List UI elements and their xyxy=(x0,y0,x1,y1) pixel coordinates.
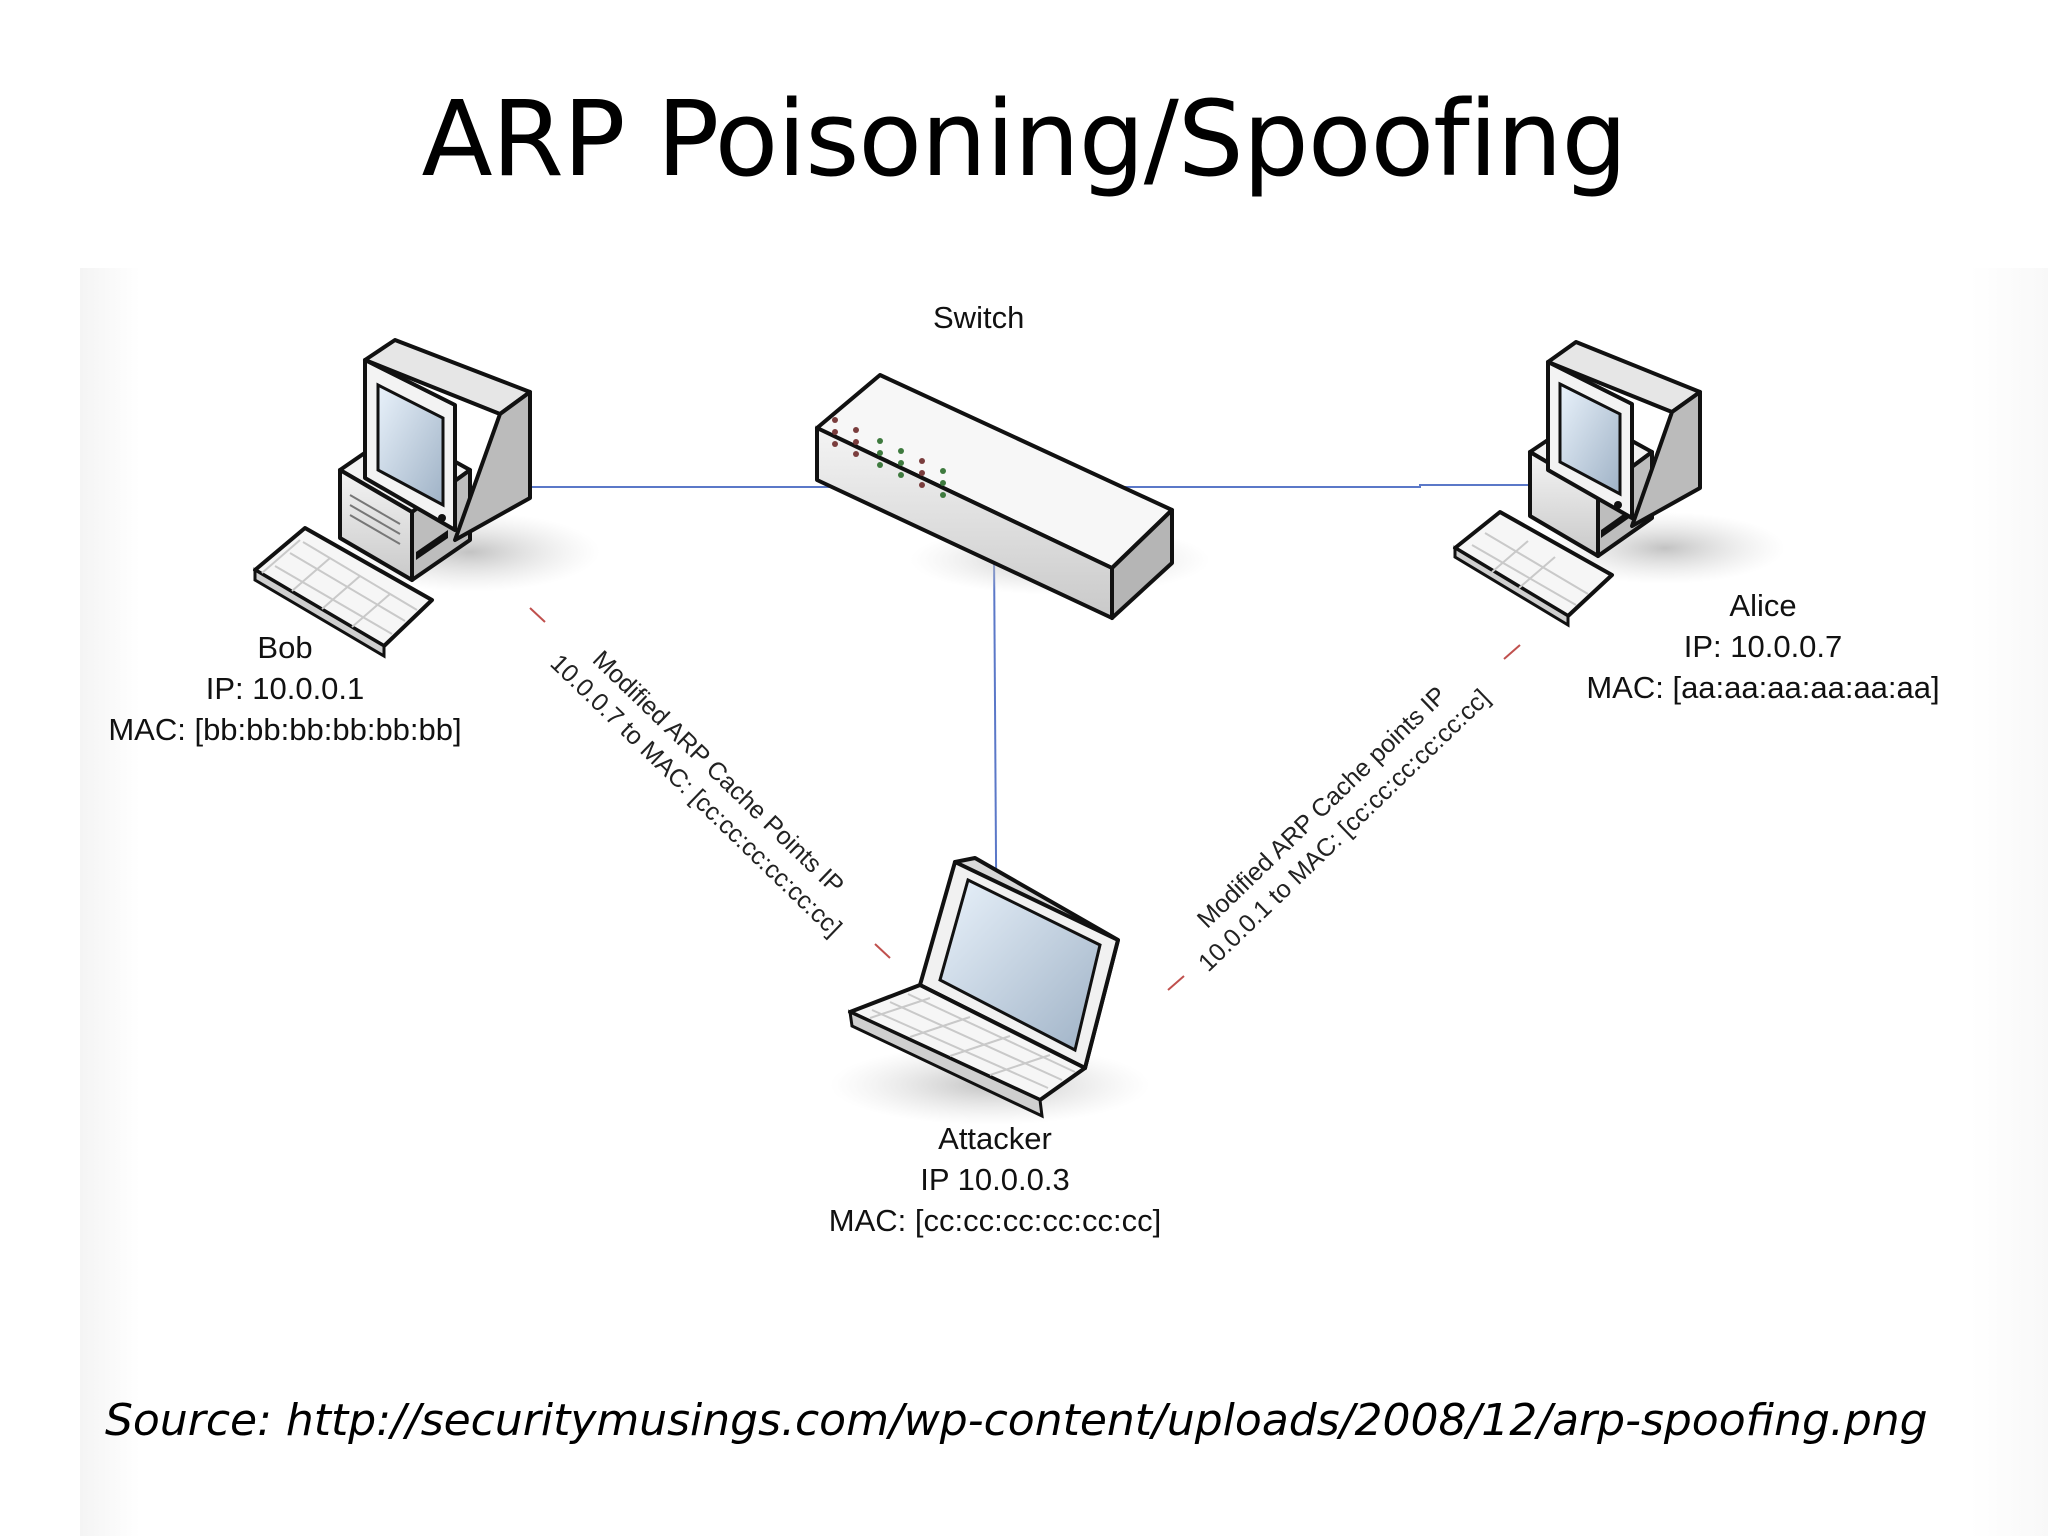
arrow-mark-bob-top xyxy=(529,607,546,623)
bob-monitor-icon xyxy=(363,338,532,542)
attacker-ip: IP 10.0.0.3 xyxy=(920,1162,1070,1197)
alice-label: Alice IP: 10.0.0.7 MAC: [aa:aa:aa:aa:aa:… xyxy=(1568,585,1958,708)
alice-keyboard-icon xyxy=(1453,510,1614,628)
alice-ip: IP: 10.0.0.7 xyxy=(1683,629,1843,664)
alice-computer-icon xyxy=(1453,340,1785,628)
bob-mac: MAC: [bb:bb:bb:bb:bb:bb] xyxy=(108,712,462,747)
bob-label: Bob IP: 10.0.0.1 MAC: [bb:bb:bb:bb:bb:bb… xyxy=(90,627,480,750)
alice-mac: MAC: [aa:aa:aa:aa:aa:aa] xyxy=(1586,670,1940,705)
bob-computer-icon xyxy=(253,338,600,659)
switch-port-leds xyxy=(832,417,946,498)
bob-name: Bob xyxy=(257,630,313,665)
source-citation: Source: http://securitymusings.com/wp-co… xyxy=(105,1395,1928,1446)
bob-keyboard-icon xyxy=(253,526,434,659)
alice-monitor-icon xyxy=(1546,340,1702,528)
attacker-mac: MAC: [cc:cc:cc:cc:cc:cc] xyxy=(828,1203,1162,1238)
switch-label: Switch xyxy=(933,300,1025,335)
link-switch-alice xyxy=(1115,484,1615,488)
arp-arrow-marks xyxy=(529,607,1521,991)
arrow-mark-alice-bottom xyxy=(1167,975,1185,991)
arrow-mark-bob-bottom xyxy=(874,943,891,959)
bob-ip: IP: 10.0.0.1 xyxy=(205,671,365,706)
attacker-label: Attacker IP 10.0.0.3 MAC: [cc:cc:cc:cc:c… xyxy=(800,1118,1190,1241)
attacker-laptop-icon xyxy=(830,856,1150,1125)
alice-name: Alice xyxy=(1729,588,1797,623)
arrow-mark-alice-top xyxy=(1503,644,1521,660)
switch-icon xyxy=(815,373,1210,620)
slide-title: ARP Poisoning/Spoofing xyxy=(421,78,1627,200)
attacker-name: Attacker xyxy=(938,1121,1052,1156)
